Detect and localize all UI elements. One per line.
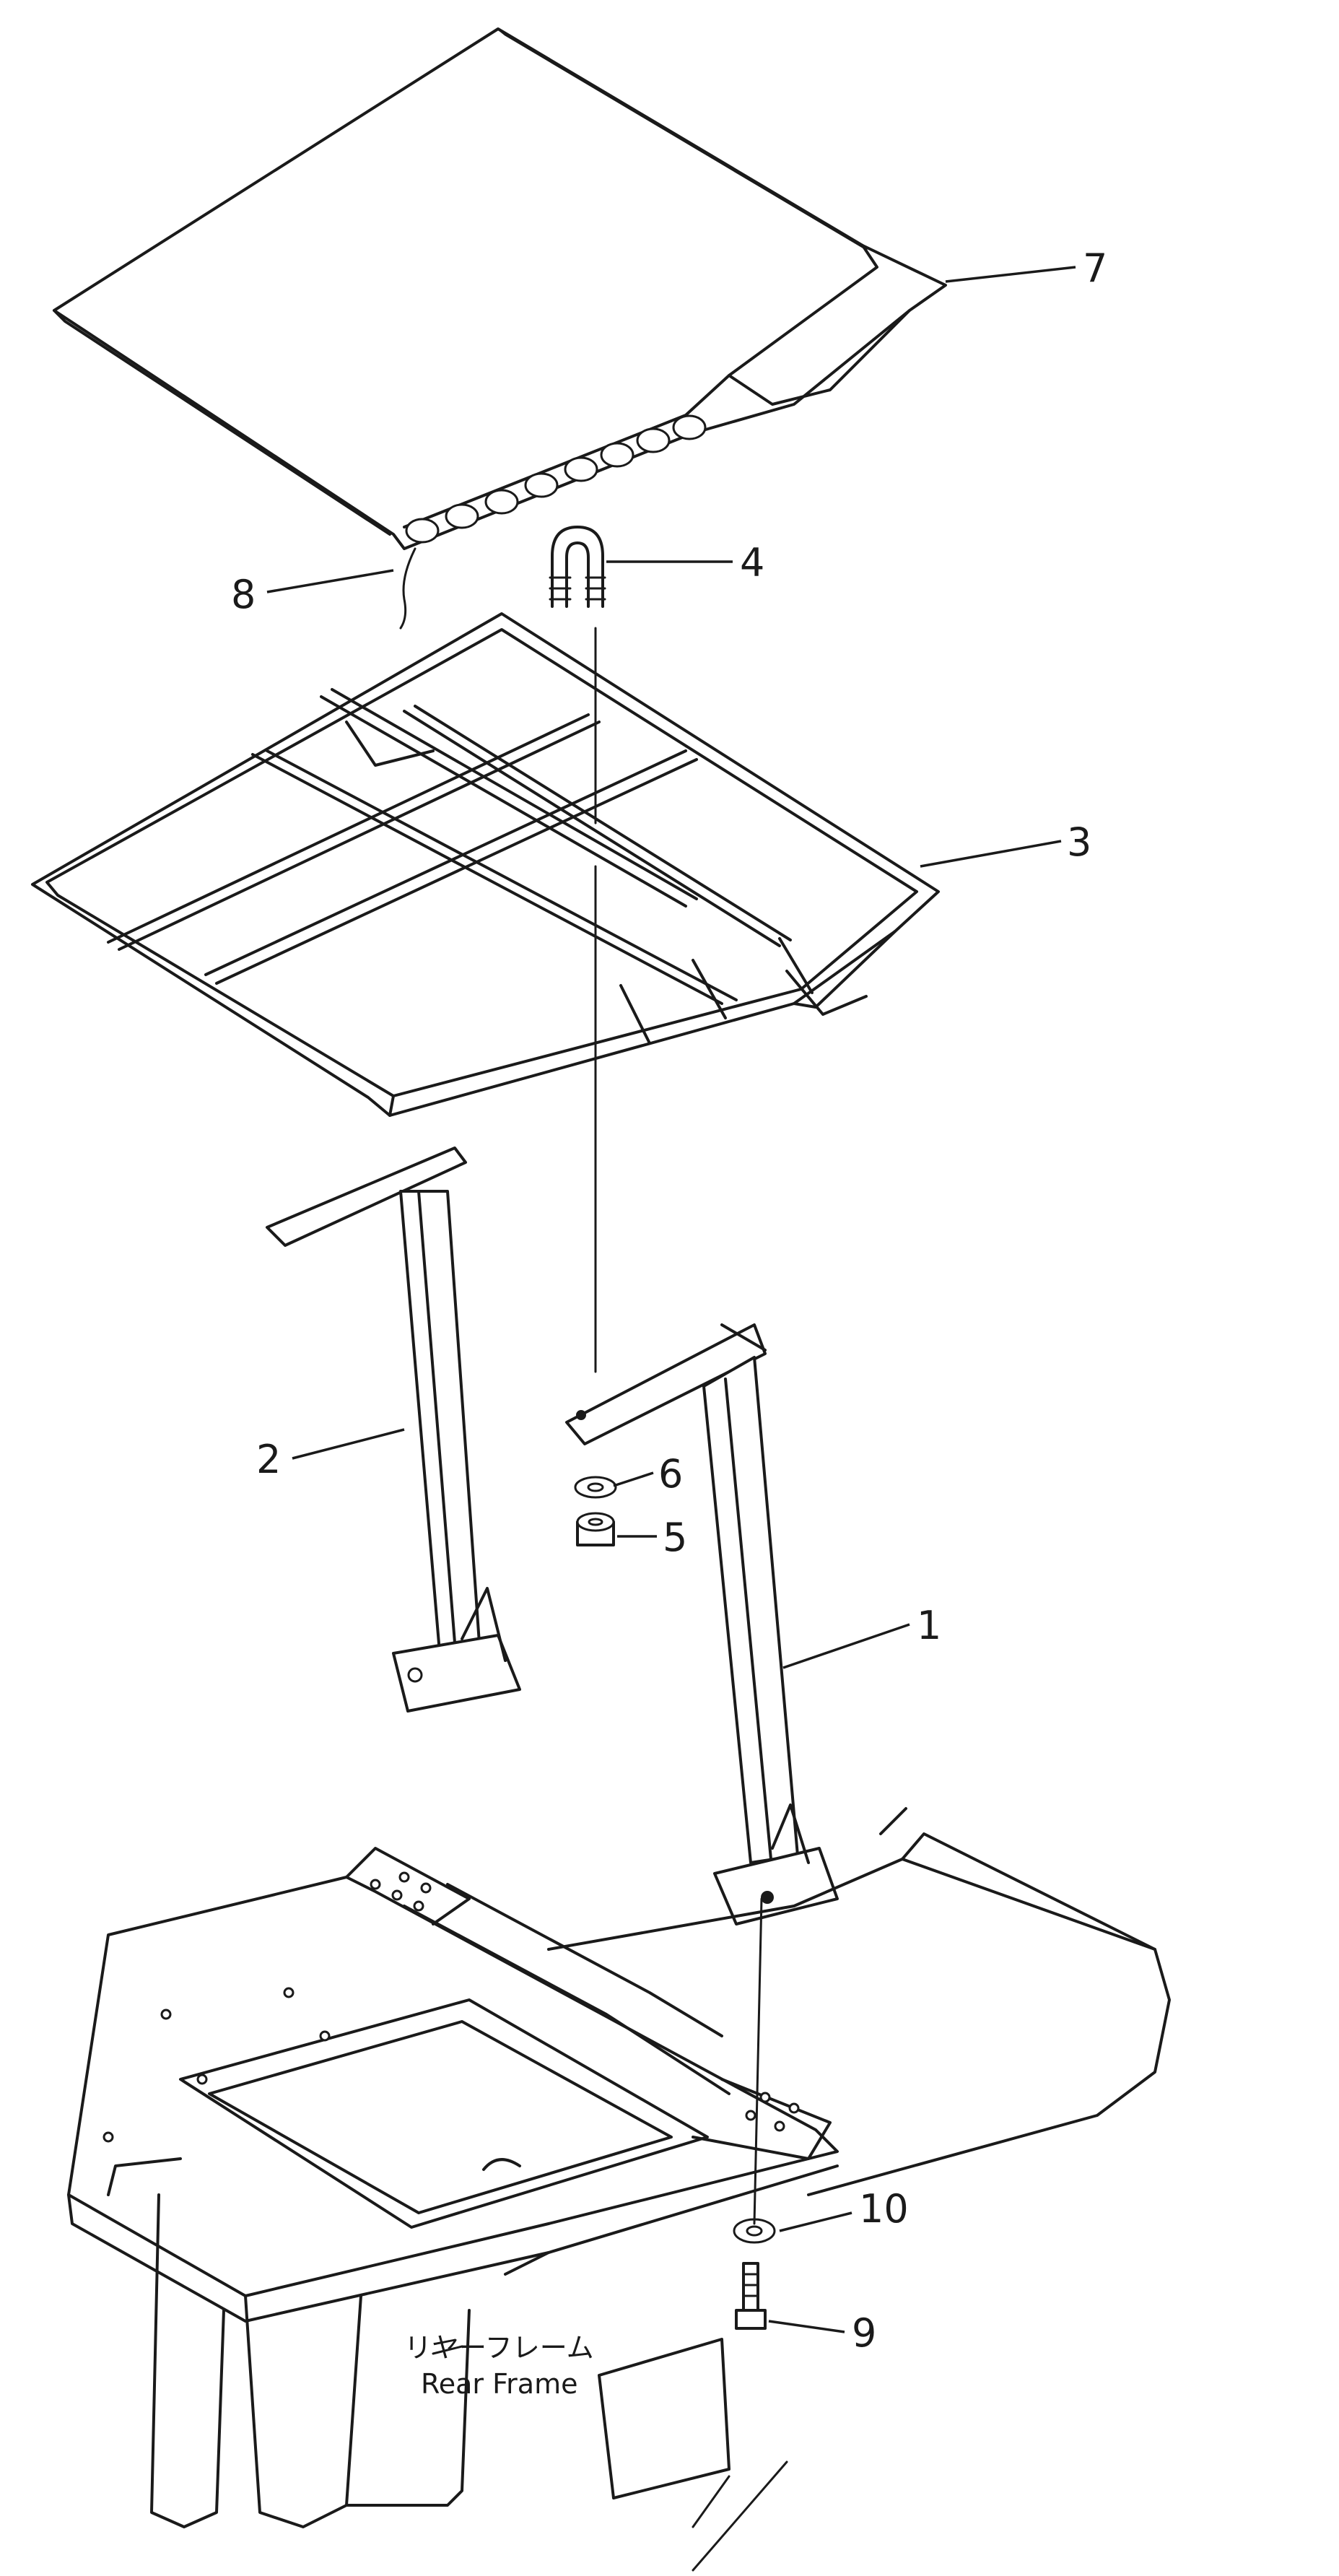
part-5-nut [576,1512,615,1546]
part-9-bolt [735,2262,767,2330]
callout-8: 8 [231,572,256,617]
rear-frame-label-jp: リヤーフレーム [404,2332,594,2364]
callout-5: 5 [663,1515,687,1560]
part-8-strap [399,547,416,630]
roof-cover-rivets [405,414,707,544]
callout-3: 3 [1067,819,1091,865]
callout-1: 1 [917,1603,941,1648]
callout-9: 9 [852,2310,876,2356]
part-6-washer [574,1476,617,1499]
callout-10: 10 [859,2186,909,2232]
rear-frame-label-leader [432,2345,463,2355]
part-1-right-pillar [565,1323,839,1926]
part-4-u-bolt [549,526,606,608]
callout-4: 4 [740,540,764,586]
part-3-canopy-frame [31,612,940,1117]
callout-7: 7 [1083,245,1107,291]
canopy-frame-crossbars [107,688,792,1005]
leader-lines [266,266,1076,2333]
bolt-centerline [753,1897,763,2225]
rear-frame-bolt-holes [103,1871,800,2143]
callout-6: 6 [658,1451,683,1497]
rear-frame [67,1807,1171,2572]
rear-frame-label-en: Rear Frame [421,2368,577,2400]
part-2-left-pillar [266,1146,521,1713]
part-7-roof-cover [53,27,947,550]
callout-2: 2 [256,1437,281,1482]
